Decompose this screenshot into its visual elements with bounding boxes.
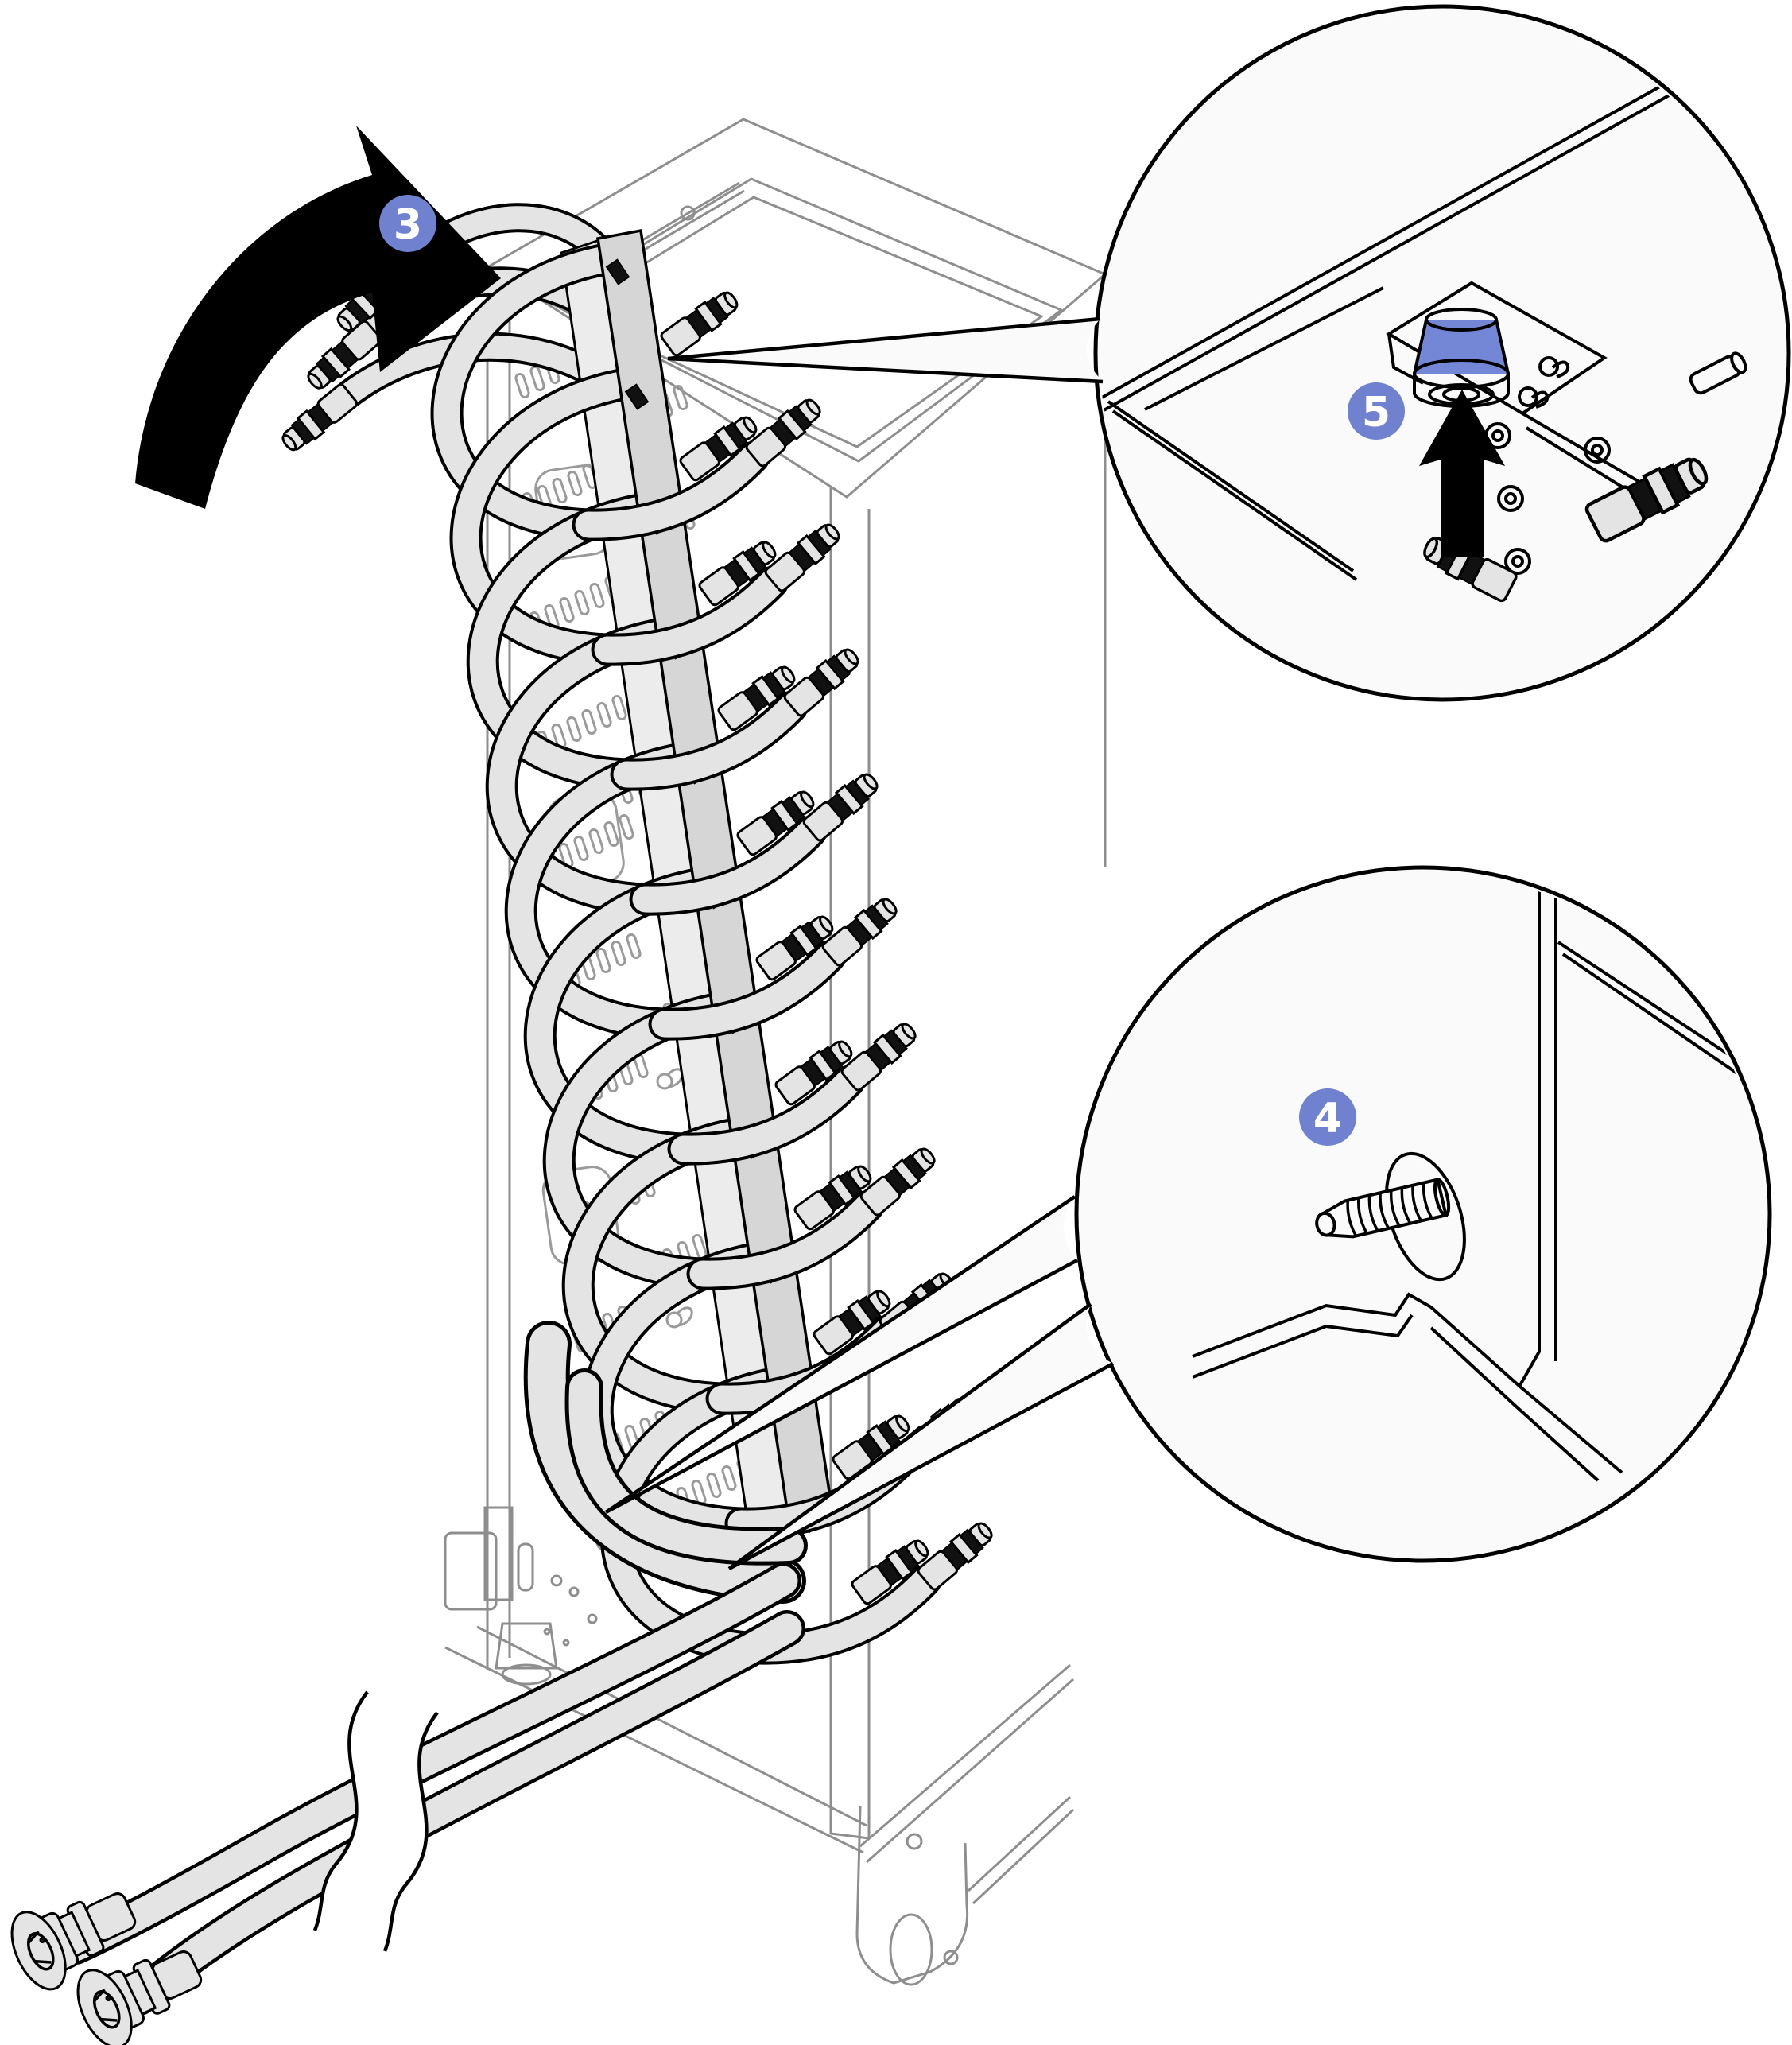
callout-5-content xyxy=(1100,62,1747,604)
base-casters xyxy=(444,1506,1075,1986)
callout-detail-4: 4 xyxy=(604,865,1772,1570)
badge-circle xyxy=(1299,1088,1356,1146)
badge-circle xyxy=(1348,382,1405,440)
badge-label: 4 xyxy=(1313,1095,1342,1143)
rack-top-lid xyxy=(545,177,1064,463)
wedge-pointer xyxy=(668,319,1103,382)
lid-screw xyxy=(680,205,696,221)
hose-break-mark xyxy=(312,1690,439,1952)
badge-label: 5 xyxy=(1362,389,1391,437)
rack-top-lid-inner xyxy=(563,196,1045,448)
step-badge-3: 3 xyxy=(379,195,436,252)
badge-label: 3 xyxy=(394,201,422,249)
callout-detail-5: 5 xyxy=(667,4,1791,702)
supply-hoses xyxy=(0,1321,808,2045)
step-badge-5: 5 xyxy=(1348,382,1405,440)
grommets xyxy=(1484,422,1619,575)
manifold-assembly xyxy=(276,203,999,1665)
threaded-stud xyxy=(1315,1178,1451,1239)
teardrop-holes xyxy=(1518,356,1570,409)
step-badge-4: 4 xyxy=(1299,1088,1356,1146)
badge-circle xyxy=(379,195,436,252)
hose-fitting xyxy=(276,382,360,457)
up-arrow-icon xyxy=(1419,390,1505,557)
wedge-pointer xyxy=(729,1304,1113,1569)
hose-loops-right xyxy=(572,440,942,1665)
callout-4-content xyxy=(1192,871,1744,1482)
